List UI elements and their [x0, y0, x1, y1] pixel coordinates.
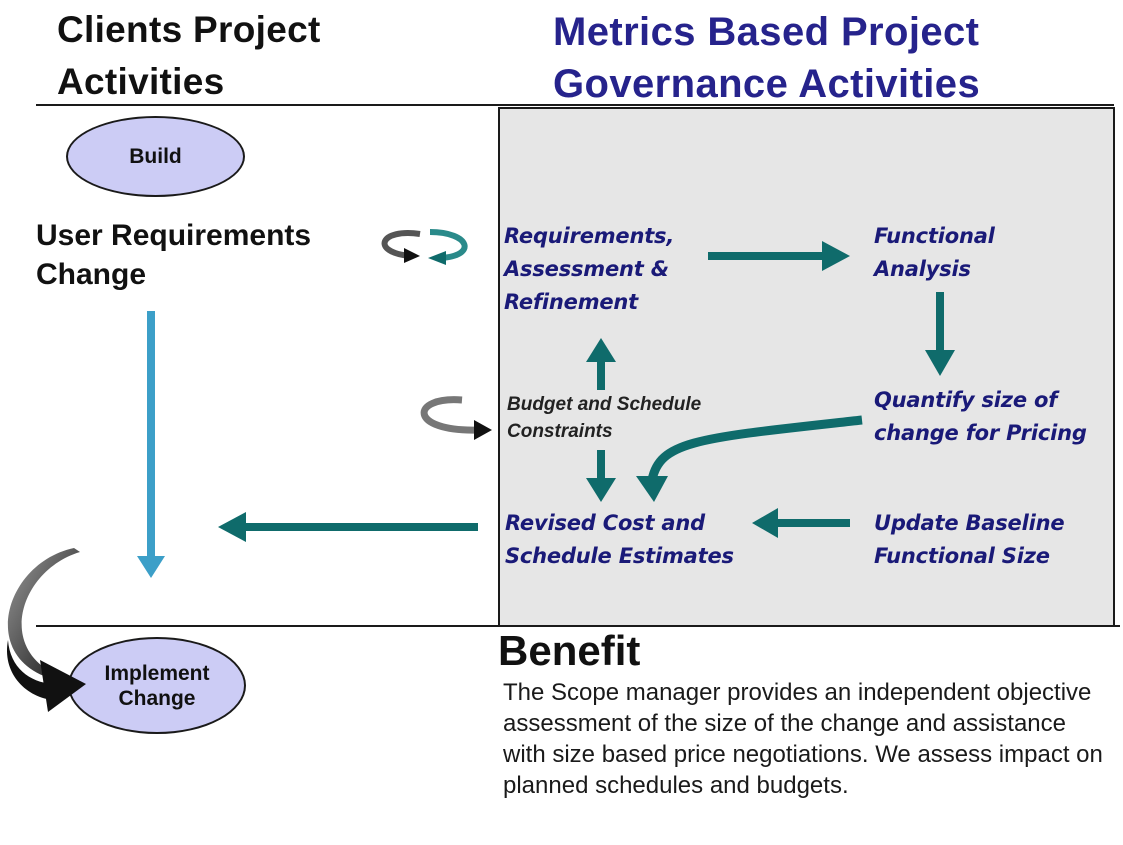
urc-line: User Requirements: [36, 219, 312, 252]
step-quantify-size: Quantify size of change for Pricing: [874, 384, 1087, 450]
top-divider: [36, 104, 1114, 106]
implement-change-ellipse: Implement Change: [68, 637, 246, 734]
step-line: Schedule Estimates: [505, 544, 734, 568]
step-line: Functional Size: [874, 544, 1050, 568]
step-revised-cost-schedule: Revised Cost and Schedule Estimates: [505, 507, 734, 573]
clients-activities-heading: Clients Project Activities: [57, 4, 321, 108]
benefit-description: The Scope manager provides an independen…: [503, 679, 1103, 799]
heading-line: Metrics Based Project: [553, 10, 980, 54]
budget-schedule-constraints: Budget and Schedule Constraints: [507, 391, 701, 445]
update-to-revised-arrow: [752, 508, 850, 538]
requirements-to-functional-arrow: [708, 241, 850, 271]
budget-constraint-arrow: [420, 396, 492, 440]
governance-activities-heading: Metrics Based Project Governance Activit…: [553, 6, 980, 110]
budget-down-arrow: [586, 450, 616, 502]
constraint-line: Constraints: [507, 421, 613, 442]
implement-line: Change: [118, 686, 196, 710]
step-functional-analysis: Functional Analysis: [874, 220, 995, 286]
step-line: Analysis: [874, 257, 971, 281]
step-line: Revised Cost and: [505, 511, 705, 535]
heading-line: Activities: [57, 61, 225, 102]
curved-implement-arrow: [7, 548, 86, 712]
implement-line: Implement: [104, 661, 210, 685]
heading-line: Governance Activities: [553, 62, 981, 106]
build-ellipse: Build: [66, 116, 245, 197]
blue-down-arrow: [137, 311, 165, 578]
step-line: Refinement: [504, 290, 639, 314]
budget-up-arrow: [586, 338, 616, 390]
benefit-title: Benefit: [498, 627, 641, 674]
cycle-icon: [381, 229, 468, 265]
step-update-baseline: Update Baseline Functional Size: [874, 507, 1065, 573]
step-line: change for Pricing: [874, 421, 1087, 445]
heading-line: Clients Project: [57, 9, 321, 50]
step-requirements-assessment: Requirements, Assessment & Refinement: [504, 220, 674, 319]
bottom-divider: [36, 625, 1120, 627]
step-line: Update Baseline: [874, 511, 1065, 535]
quantify-to-revised-arrow: [636, 415, 863, 502]
build-label: Build: [129, 145, 182, 168]
step-line: Quantify size of: [874, 388, 1058, 412]
revised-to-clients-arrow: [218, 512, 478, 542]
functional-to-quantify-arrow: [925, 292, 955, 376]
step-line: Assessment &: [504, 257, 669, 281]
user-requirements-change-label: User Requirements Change: [36, 216, 311, 294]
step-line: Functional: [874, 224, 995, 248]
urc-line: Change: [36, 258, 147, 291]
constraint-line: Budget and Schedule: [507, 394, 702, 415]
step-line: Requirements,: [504, 224, 675, 248]
